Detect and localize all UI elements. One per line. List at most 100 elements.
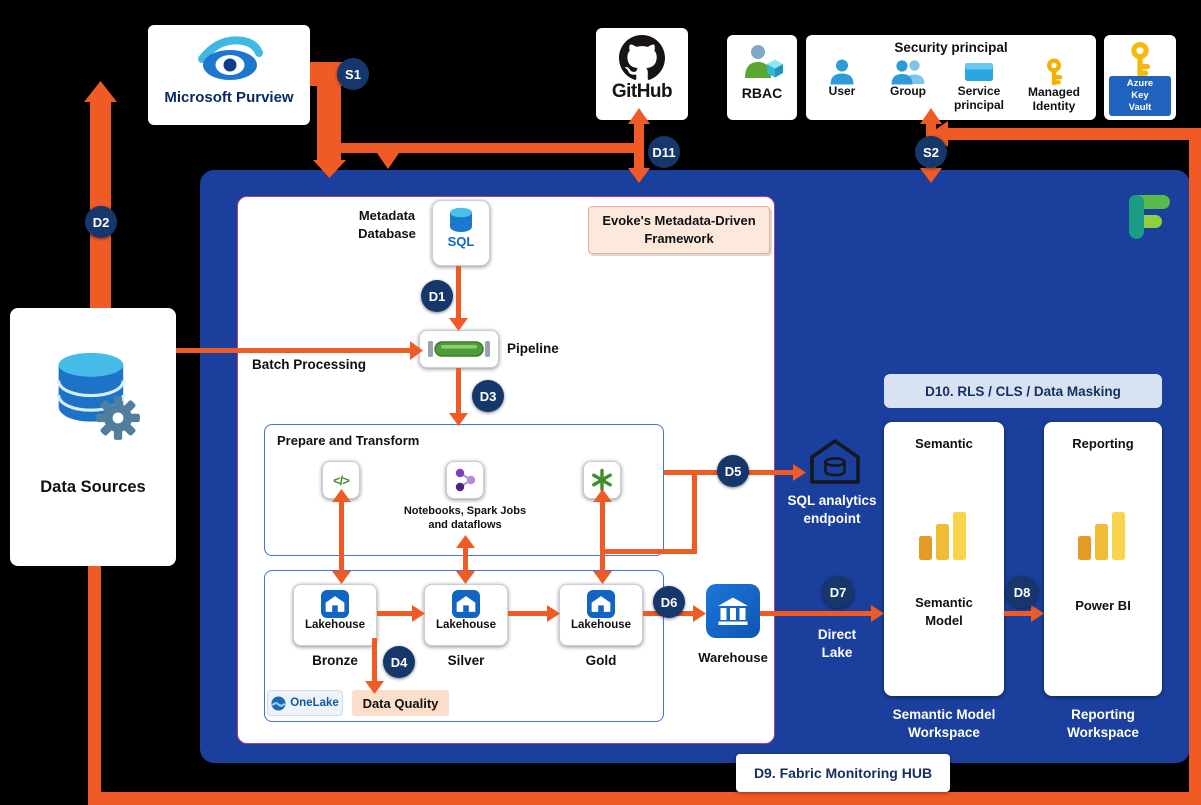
spark-asterisk-icon bbox=[592, 468, 612, 492]
managed-identity-key-icon bbox=[1047, 58, 1063, 86]
lakehouse-label: Lakehouse bbox=[435, 619, 497, 631]
security-item-managed-identity: Managed Identity bbox=[1022, 58, 1086, 114]
lakehouse-bronze-card: Lakehouse bbox=[293, 584, 377, 646]
lakehouse-label: Lakehouse bbox=[570, 619, 632, 631]
semantic-model-label: Semantic Model bbox=[915, 595, 973, 628]
badge-d11: D11 bbox=[648, 136, 680, 168]
badge-d6: D6 bbox=[653, 586, 685, 618]
lakehouse-icon bbox=[587, 590, 615, 618]
sql-label: SQL bbox=[447, 234, 475, 249]
sql-endpoint-label: SQL analytics endpoint bbox=[787, 493, 877, 526]
badge-d4: D4 bbox=[383, 646, 415, 678]
warehouse-label: Warehouse bbox=[698, 650, 768, 665]
d9-label: D9. Fabric Monitoring HUB bbox=[736, 754, 950, 792]
silver-label: Silver bbox=[447, 653, 485, 668]
service-principal-icon bbox=[965, 63, 993, 81]
semantic-workspace-label: Semantic Model Workspace bbox=[892, 707, 996, 740]
sql-analytics-endpoint-icon bbox=[810, 439, 860, 484]
database-gear-icon bbox=[57, 352, 140, 440]
purview-label: Microsoft Purview bbox=[164, 89, 294, 106]
pipeline-icon-card bbox=[419, 330, 499, 368]
badge-d7: D7 bbox=[822, 576, 854, 608]
gold-label: Gold bbox=[585, 653, 617, 668]
badge-d3: D3 bbox=[472, 380, 504, 412]
metadata-db-label: Metadata Database bbox=[358, 208, 416, 241]
data-sources-box: Data Sources bbox=[10, 308, 176, 566]
security-item-group: Group bbox=[880, 58, 936, 99]
warehouse-building-icon bbox=[718, 597, 748, 625]
security-principal-box: Security principal User Group bbox=[806, 35, 1096, 120]
group-icon bbox=[891, 60, 925, 85]
code-icon: </> bbox=[322, 461, 360, 499]
reporting-title: Reporting bbox=[1072, 436, 1134, 451]
reporting-workspace-label: Reporting Workspace bbox=[1067, 707, 1139, 740]
spark-icon bbox=[583, 461, 621, 499]
badge-s1: S1 bbox=[337, 58, 369, 90]
powerbi-label: Power BI bbox=[1075, 598, 1131, 613]
batch-processing-label: Batch Processing bbox=[252, 357, 367, 372]
pipeline-icon bbox=[428, 341, 490, 357]
notebooks-caption: Notebooks, Spark Jobs and dataflows bbox=[403, 505, 527, 532]
fabric-down-arrowhead bbox=[377, 153, 399, 169]
fabric-logo-icon bbox=[1129, 195, 1170, 239]
data-quality-label: Data Quality bbox=[352, 690, 449, 716]
key-vault-key-icon bbox=[1131, 41, 1151, 78]
direct-lake-label: Direct Lake bbox=[817, 627, 857, 660]
lakehouse-icon bbox=[321, 590, 349, 618]
user-label: User bbox=[828, 84, 856, 98]
datasources-bottom-line bbox=[88, 566, 101, 805]
lakehouse-gold-card: Lakehouse bbox=[559, 584, 643, 646]
managed-identity-label: Managed Identity bbox=[1027, 85, 1080, 113]
service-principal-label: Service principal bbox=[953, 84, 1004, 112]
powerbi-icon bbox=[919, 512, 966, 560]
data-sources-label: Data Sources bbox=[40, 478, 146, 496]
bottom-edge-line bbox=[88, 792, 1201, 805]
bronze-label: Bronze bbox=[312, 653, 358, 668]
badge-s2: S2 bbox=[915, 136, 947, 168]
security-principal-title: Security principal bbox=[894, 40, 1008, 55]
github-label: GitHub bbox=[611, 81, 673, 102]
reporting-box: Reporting Power BI bbox=[1044, 422, 1162, 696]
user-icon bbox=[830, 59, 854, 85]
d2-line bbox=[90, 100, 111, 308]
security-item-service-principal: Service principal bbox=[948, 58, 1010, 113]
security-item-user: User bbox=[816, 58, 868, 99]
notebooks-icon bbox=[446, 461, 484, 499]
lakehouse-silver-card: Lakehouse bbox=[424, 584, 508, 646]
evokes-framework-label: Evoke's Metadata-Driven Framework bbox=[588, 206, 770, 254]
badge-d8: D8 bbox=[1006, 576, 1038, 608]
onelake-label: OneLake bbox=[290, 697, 339, 709]
pipeline-label: Pipeline bbox=[507, 341, 559, 356]
group-label: Group bbox=[890, 84, 926, 98]
badge-d1: D1 bbox=[421, 280, 453, 312]
rbac-icon bbox=[745, 45, 783, 78]
github-box: GitHub bbox=[596, 28, 688, 120]
s1-github-line bbox=[329, 143, 635, 153]
right-edge-line bbox=[1189, 128, 1201, 805]
spark-job-branch-icon bbox=[455, 468, 476, 492]
badge-d5: D5 bbox=[717, 455, 749, 487]
semantic-title: Semantic bbox=[915, 436, 973, 451]
d10-label: D10. RLS / CLS / Data Masking bbox=[884, 374, 1162, 408]
badge-d2: D2 bbox=[85, 206, 117, 238]
onelake-icon bbox=[271, 695, 286, 711]
rbac-label: RBAC bbox=[741, 85, 783, 101]
onelake-logo: OneLake bbox=[267, 690, 343, 716]
top-right-line bbox=[946, 128, 1201, 140]
d2-up-arrowhead bbox=[84, 81, 117, 102]
purview-logo-icon bbox=[198, 36, 263, 80]
key-vault-label: Azure Key Vault bbox=[1109, 76, 1171, 116]
metadata-sql-icon-card: SQL bbox=[432, 200, 490, 266]
powerbi-icon bbox=[1078, 512, 1125, 560]
lakehouse-icon bbox=[452, 590, 480, 618]
key-vault-box: Azure Key Vault bbox=[1104, 35, 1176, 120]
prepare-transform-title: Prepare and Transform bbox=[277, 433, 420, 448]
sql-database-icon bbox=[450, 207, 472, 232]
rbac-box: RBAC bbox=[727, 35, 797, 120]
code-glyph: </> bbox=[333, 472, 350, 488]
security-principal-items: User Group Service principal bbox=[806, 55, 1096, 114]
semantic-model-box: Semantic Semantic Model bbox=[884, 422, 1004, 696]
warehouse-icon bbox=[706, 584, 760, 638]
d11-line bbox=[634, 122, 644, 170]
